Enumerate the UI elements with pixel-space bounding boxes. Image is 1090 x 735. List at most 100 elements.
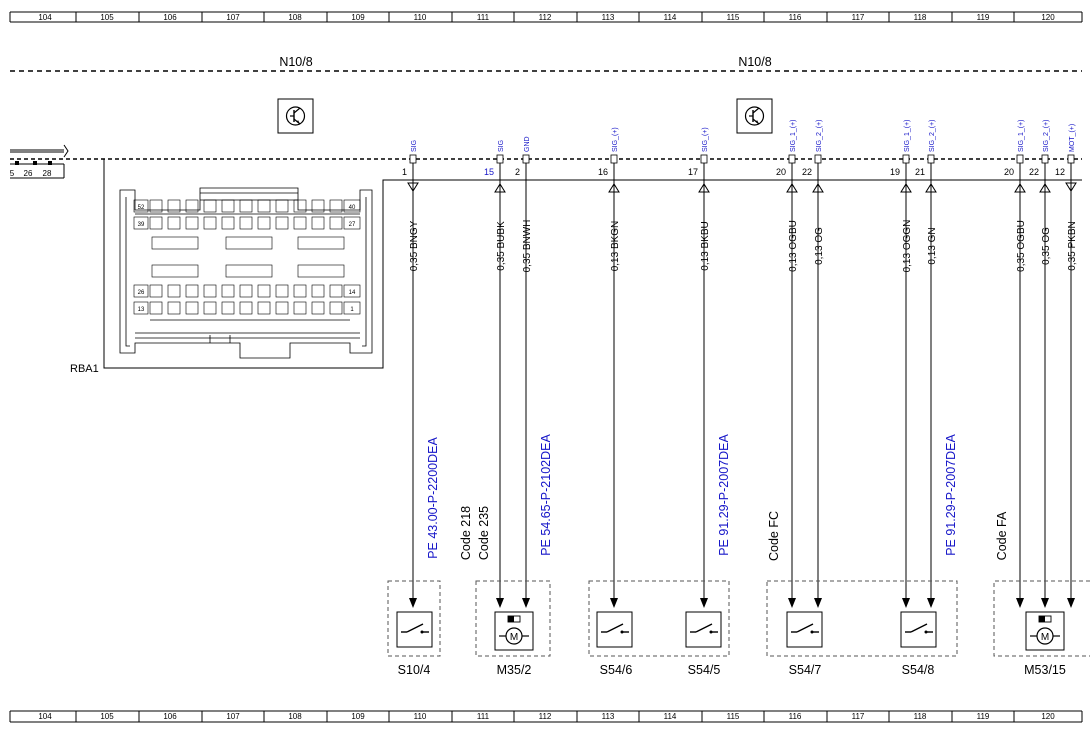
component-label: S54/5 — [688, 663, 721, 677]
wire-label: 0,13 BKBU — [700, 221, 711, 270]
wire-pin-1: SIG 1 0,35 BNGY — [402, 140, 420, 608]
pin-number: 22 — [802, 167, 812, 177]
code-label: Code FA — [995, 511, 1009, 560]
bottom-grid-bar: 104 105 106 107 108 109 110 111 112 113 … — [9, 710, 1083, 723]
motor-symbol: M — [1041, 632, 1049, 643]
pin-number: 12 — [1055, 167, 1065, 177]
wire-label: 0,35 BNGY — [409, 220, 420, 271]
motor-icon: M — [494, 611, 534, 651]
component-label: M35/2 — [497, 663, 532, 677]
wire-label: 0,13 BKGN — [610, 221, 621, 272]
signal-label: SIG_1_(+) — [1018, 120, 1025, 153]
grid-label: 118 — [914, 13, 927, 22]
grid-label: 107 — [226, 13, 240, 22]
pin-number: 20 — [776, 167, 786, 177]
component-label: S54/8 — [902, 663, 935, 677]
grid-label: 115 — [727, 13, 740, 22]
wire-pin-15: SIG 15 0,35 BUBK — [484, 140, 507, 608]
grid-label: 108 — [288, 13, 302, 22]
switch-icon — [396, 611, 433, 648]
reference-link[interactable]: PE 43.00-P-2200DEA — [426, 437, 440, 559]
wire-label: 0,13 OG — [814, 227, 825, 265]
switch-icon — [786, 611, 823, 648]
signal-label: SIG_(+) — [612, 127, 619, 152]
wire-label: 0,35 PKBN — [1067, 221, 1078, 270]
wire-pin-2: GND 2 0,35 BNWH — [515, 136, 533, 608]
grid-label: 108 — [288, 712, 302, 721]
switch-icon — [685, 611, 722, 648]
grid-label: 106 — [163, 712, 177, 721]
pin-number: 17 — [688, 167, 698, 177]
signal-label: SIG_(+) — [702, 127, 709, 152]
connector-rba1: RBA1 — [70, 159, 1082, 375]
pin-number: 1 — [402, 167, 407, 177]
pin-number: 20 — [1004, 167, 1014, 177]
code-label: Code 235 — [477, 506, 491, 560]
reference-link[interactable]: PE 91.29-P-2007DEA — [717, 434, 731, 556]
code-label: Code 218 — [459, 506, 473, 560]
reference-link[interactable]: PE 91.29-P-2007DEA — [944, 434, 958, 556]
pin-number: 22 — [1029, 167, 1039, 177]
grid-label: 104 — [38, 13, 52, 22]
grid-label: 110 — [414, 13, 427, 22]
wire-pin-17: SIG_(+) 17 0,13 BKBU — [688, 127, 711, 608]
control-unit-label: N10/8 — [738, 55, 771, 69]
pin-number: 19 — [890, 167, 900, 177]
component-label: S10/4 — [398, 663, 431, 677]
grid-label: 118 — [914, 712, 927, 721]
control-unit-label: N10/8 — [279, 55, 312, 69]
transistor-icon — [277, 98, 314, 134]
wire-label: 0,35 BUBK — [496, 221, 507, 271]
grid-label: 112 — [539, 712, 552, 721]
grid-label: 113 — [602, 712, 615, 721]
grid-label: 105 — [100, 712, 114, 721]
pin-row-label: 14 — [349, 290, 356, 296]
grid-label: 112 — [539, 13, 552, 22]
connector-face-drawing — [119, 187, 373, 359]
connector-pin-grid — [133, 199, 361, 315]
grid-label: 116 — [789, 13, 802, 22]
reference-link[interactable]: PE 54.65-P-2102DEA — [539, 434, 553, 556]
pin-row-label: 13 — [138, 307, 145, 313]
signal-label: SIG_2_(+) — [1043, 120, 1050, 153]
pin-number: 2 — [515, 167, 520, 177]
grid-label: 106 — [163, 13, 177, 22]
grid-label: 120 — [1041, 712, 1055, 721]
wire-pin-22-b: SIG_2_(+) 22 0,35 OG — [1029, 120, 1052, 608]
switch-icon — [900, 611, 937, 648]
pin-row-label: 1 — [350, 307, 354, 313]
transistor-icon — [736, 98, 773, 134]
grid-label: 116 — [789, 712, 802, 721]
grid-label: 111 — [477, 712, 490, 721]
grid-label: 117 — [852, 712, 865, 721]
signal-label: MOT_(+) — [1069, 124, 1076, 152]
component-label: M53/15 — [1024, 663, 1066, 677]
pin-number: 5 — [10, 169, 15, 178]
grid-label: 109 — [351, 712, 365, 721]
pin-number: 15 — [484, 167, 494, 177]
pin-number: 16 — [598, 167, 608, 177]
pin-row-label: 39 — [138, 222, 145, 228]
signal-label: SIG_1_(+) — [904, 120, 911, 153]
wire-pin-20: SIG_1_(+) 20 0,13 OGBU — [776, 120, 799, 608]
component-label: S54/7 — [789, 663, 822, 677]
grid-label: 119 — [977, 13, 990, 22]
pin-row-label: 52 — [138, 205, 145, 211]
wire-label: 0,35 BNWH — [522, 220, 533, 273]
wire-pin-21: SIG_2_(+) 21 0,13 GN — [915, 120, 938, 608]
wire-pin-22: SIG_2_(+) 22 0,13 OG — [802, 120, 825, 608]
signal-label: SIG_1_(+) — [790, 120, 797, 153]
signal-label: SIG — [411, 140, 418, 152]
top-grid-bar: 104 105 106 107 108 109 110 111 112 113 … — [9, 11, 1083, 23]
grid-label: 105 — [100, 13, 114, 22]
grid-label: 113 — [602, 13, 615, 22]
grid-label: 111 — [477, 13, 490, 22]
grid-label: 114 — [664, 13, 677, 22]
switch-icon — [596, 611, 633, 648]
component-label: S54/6 — [600, 663, 633, 677]
control-unit-boundary: N10/8 N10/8 — [10, 55, 1082, 160]
wire-label: 0,35 OG — [1041, 227, 1052, 265]
grid-label: 110 — [414, 712, 427, 721]
grid-label: 104 — [38, 712, 52, 721]
